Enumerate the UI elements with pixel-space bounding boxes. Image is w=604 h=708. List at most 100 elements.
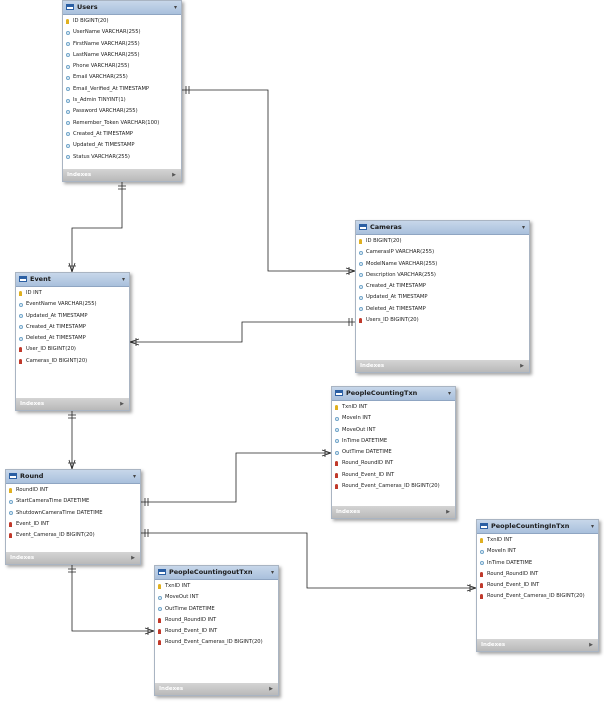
foreign-key-icon xyxy=(359,318,362,324)
column-row[interactable]: Created_At TIMESTAMP xyxy=(356,281,529,292)
collapse-arrow-icon[interactable]: ▾ xyxy=(521,224,525,231)
column-row[interactable]: TxnID INT xyxy=(332,402,455,413)
column-row[interactable]: Round_Event_Cameras_ID BIGINT(20) xyxy=(332,481,455,492)
column-row[interactable]: Is_Admin TINYINT(1) xyxy=(63,95,181,106)
table-users[interactable]: Users▾ID BIGINT(20) UserName VARCHAR(255)… xyxy=(62,0,182,182)
column-row[interactable]: RoundID INT xyxy=(6,485,140,496)
column-row[interactable]: Email_Verified_At TIMESTAMP xyxy=(63,84,181,95)
column-row[interactable]: Deleted_At TIMESTAMP xyxy=(16,333,129,344)
column-row[interactable]: ID BIGINT(20) xyxy=(356,236,529,247)
column-row[interactable]: Deleted_At TIMESTAMP xyxy=(356,304,529,315)
column-row[interactable]: Round_Event_ID INT xyxy=(477,580,598,591)
collapse-arrow-icon[interactable]: ▾ xyxy=(447,390,451,397)
column-row[interactable]: Created_At TIMESTAMP xyxy=(16,322,129,333)
column-label: TxnID INT xyxy=(487,537,513,543)
column-row[interactable]: StartCameraTime DATETIME xyxy=(6,496,140,507)
column-label: User_ID BIGINT(20) xyxy=(26,346,76,353)
indexes-bar[interactable]: Indexes▶ xyxy=(356,360,529,372)
indexes-bar[interactable]: Indexes▶ xyxy=(6,552,140,564)
expand-arrow-icon[interactable]: ▶ xyxy=(131,555,135,561)
expand-arrow-icon[interactable]: ▶ xyxy=(520,363,524,369)
column-row[interactable]: Round_Event_Cameras_ID BIGINT(20) xyxy=(155,637,278,648)
indexes-bar[interactable]: Indexes▶ xyxy=(16,398,129,410)
column-row[interactable]: EventName VARCHAR(255) xyxy=(16,299,129,310)
column-label: Description VARCHAR(255) xyxy=(366,271,436,278)
collapse-arrow-icon[interactable]: ▾ xyxy=(270,569,274,576)
indexes-bar[interactable]: Indexes▶ xyxy=(332,506,455,518)
column-row[interactable]: InTime DATETIME xyxy=(477,558,598,569)
column-row[interactable]: ShutdownCameraTime DATETIME xyxy=(6,508,140,519)
column-row[interactable]: Event_ID INT xyxy=(6,519,140,530)
column-row[interactable]: FirstName VARCHAR(255) xyxy=(63,39,181,50)
column-row[interactable]: MoveOut INT xyxy=(332,425,455,436)
column-label: Deleted_At TIMESTAMP xyxy=(366,305,426,312)
column-row[interactable]: Description VARCHAR(255) xyxy=(356,270,529,281)
column-row[interactable]: OutTime DATETIME xyxy=(155,604,278,615)
column-row[interactable]: MoveIn INT xyxy=(332,413,455,424)
column-label: OutTime DATETIME xyxy=(165,605,215,612)
column-row[interactable]: Updated_At TIMESTAMP xyxy=(16,311,129,322)
column-icon xyxy=(19,302,23,307)
indexes-bar[interactable]: Indexes▶ xyxy=(155,683,278,695)
indexes-bar[interactable]: Indexes▶ xyxy=(63,169,181,181)
column-row[interactable]: Email VARCHAR(255) xyxy=(63,72,181,83)
column-row[interactable]: LastName VARCHAR(255) xyxy=(63,50,181,61)
table-header[interactable]: PeopleCountingTxn▾ xyxy=(332,387,455,401)
column-row[interactable]: InTime DATETIME xyxy=(332,436,455,447)
column-row[interactable]: Round_Event_ID INT xyxy=(332,470,455,481)
column-label: UserName VARCHAR(255) xyxy=(73,29,141,36)
collapse-arrow-icon[interactable]: ▾ xyxy=(121,276,125,283)
column-row[interactable]: Round_RoundID INT xyxy=(477,569,598,580)
column-row[interactable]: Remember_Token VARCHAR(100) xyxy=(63,118,181,129)
expand-arrow-icon[interactable]: ▶ xyxy=(446,509,450,515)
column-row[interactable]: UserName VARCHAR(255) xyxy=(63,27,181,38)
column-row[interactable]: Updated_At TIMESTAMP xyxy=(63,140,181,151)
column-row[interactable]: Status VARCHAR(255) xyxy=(63,152,181,163)
column-row[interactable]: ModelName VARCHAR(255) xyxy=(356,259,529,270)
column-row[interactable]: Event_Cameras_ID BIGINT(20) xyxy=(6,530,140,541)
table-header[interactable]: PeopleCountingInTxn▾ xyxy=(477,520,598,534)
column-row[interactable]: Users_ID BIGINT(20) xyxy=(356,315,529,326)
collapse-arrow-icon[interactable]: ▾ xyxy=(173,4,177,11)
collapse-arrow-icon[interactable]: ▾ xyxy=(590,523,594,530)
expand-arrow-icon[interactable]: ▶ xyxy=(589,642,593,648)
indexes-bar[interactable]: Indexes▶ xyxy=(477,639,598,651)
column-row[interactable]: TxnID INT xyxy=(155,581,278,592)
table-cameras[interactable]: Cameras▾ID BIGINT(20)CamerasIP VARCHAR(2… xyxy=(355,220,530,373)
table-header[interactable]: Cameras▾ xyxy=(356,221,529,235)
column-label: Round_Event_Cameras_ID BIGINT(20) xyxy=(342,483,440,490)
foreign-key-icon xyxy=(19,358,22,364)
column-row[interactable]: CamerasIP VARCHAR(255) xyxy=(356,247,529,258)
column-row[interactable]: User_ID BIGINT(20) xyxy=(16,344,129,355)
column-row[interactable]: Phone VARCHAR(255) xyxy=(63,61,181,72)
table-header[interactable]: Users▾ xyxy=(63,1,181,15)
column-row[interactable]: Cameras_ID BIGINT(20) xyxy=(16,356,129,367)
column-row[interactable]: OutTime DATETIME xyxy=(332,447,455,458)
column-row[interactable]: Round_RoundID INT xyxy=(155,615,278,626)
column-row[interactable]: MoveIn INT xyxy=(477,546,598,557)
column-row[interactable]: TxnID INT xyxy=(477,535,598,546)
column-row[interactable]: Round_Event_ID INT xyxy=(155,626,278,637)
foreign-key-icon xyxy=(19,347,22,353)
table-header[interactable]: Event▾ xyxy=(16,273,129,287)
table-title: Round xyxy=(20,472,44,480)
column-row[interactable]: ID BIGINT(20) xyxy=(63,16,181,27)
collapse-arrow-icon[interactable]: ▾ xyxy=(132,473,136,480)
expand-arrow-icon[interactable]: ▶ xyxy=(172,172,176,178)
table-header[interactable]: PeopleCountingoutTxn▾ xyxy=(155,566,278,580)
column-row[interactable]: Password VARCHAR(255) xyxy=(63,106,181,117)
column-row[interactable]: Round_RoundID INT xyxy=(332,458,455,469)
expand-arrow-icon[interactable]: ▶ xyxy=(269,686,273,692)
column-row[interactable]: ID INT xyxy=(16,288,129,299)
expand-arrow-icon[interactable]: ▶ xyxy=(120,401,124,407)
table-header[interactable]: Round ▾ xyxy=(6,470,140,484)
column-row[interactable]: Round_Event_Cameras_ID BIGINT(20) xyxy=(477,591,598,602)
column-row[interactable]: Updated_At TIMESTAMP xyxy=(356,292,529,303)
column-row[interactable]: Created_At TIMESTAMP xyxy=(63,129,181,140)
column-row[interactable]: MoveOut INT xyxy=(155,592,278,603)
